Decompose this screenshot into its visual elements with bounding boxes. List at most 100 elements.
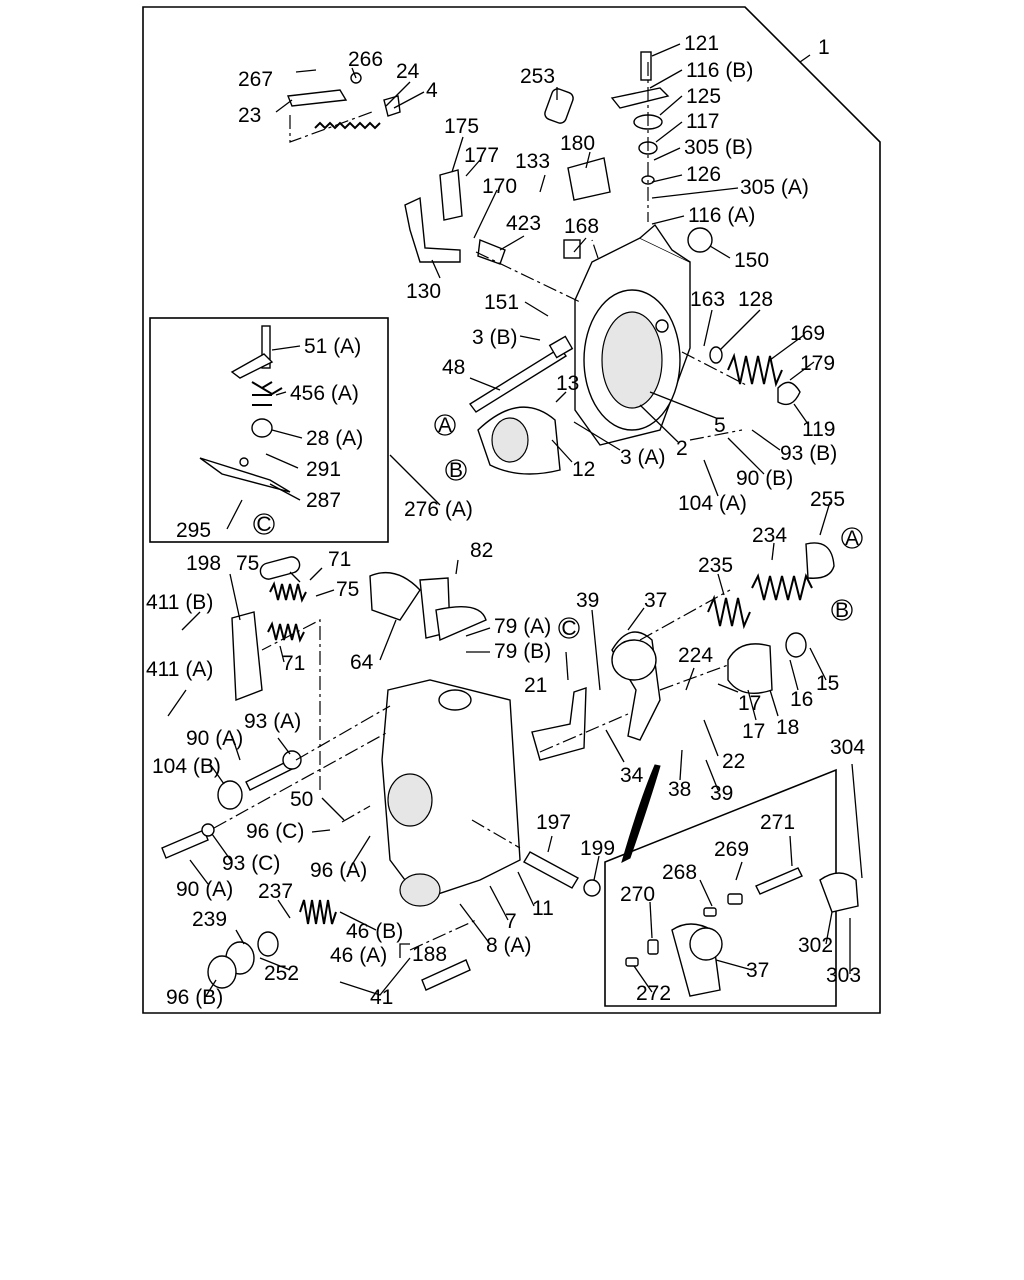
callout-label: 104 (A) bbox=[678, 492, 747, 515]
callout-label: 168 bbox=[564, 215, 599, 238]
callout-label: 267 bbox=[238, 68, 273, 91]
callout-label: 272 bbox=[636, 982, 671, 1005]
leader-lines bbox=[167, 43, 863, 997]
callout-label: 3 (A) bbox=[620, 446, 666, 469]
callout-label: 39 bbox=[710, 782, 733, 805]
callout-label: 239 bbox=[192, 908, 227, 931]
shaft-part bbox=[468, 335, 574, 413]
bracket-21 bbox=[531, 687, 587, 761]
callout-label: 46 (B) bbox=[346, 920, 403, 943]
callout-label: 90 (A) bbox=[186, 727, 243, 750]
callout-label: 271 bbox=[760, 811, 795, 834]
callout-label: 93 (C) bbox=[222, 852, 280, 875]
callout-label: 252 bbox=[264, 962, 299, 985]
sector-part bbox=[369, 572, 487, 642]
callout-label: 51 (A) bbox=[304, 335, 361, 358]
callout-label: 34 bbox=[620, 764, 644, 787]
callout-label: 125 bbox=[686, 85, 721, 108]
callout-label: 305 (A) bbox=[740, 176, 809, 199]
callout-label: 48 bbox=[442, 356, 465, 379]
callout-label: 2 bbox=[676, 437, 688, 460]
callout-label: 75 bbox=[236, 552, 259, 575]
callout-label: 130 bbox=[406, 280, 441, 303]
callout-label: 199 bbox=[580, 837, 615, 860]
upper-housing bbox=[574, 223, 691, 446]
lever-37 bbox=[611, 631, 661, 741]
callout-label: 268 bbox=[662, 861, 697, 884]
callout-label: 188 bbox=[412, 943, 447, 966]
callout-label: 13 bbox=[556, 372, 579, 395]
marker-c-inset: C bbox=[253, 513, 275, 536]
callout-label: 71 bbox=[282, 652, 305, 675]
timer-piston-parts bbox=[707, 542, 835, 694]
callout-label: 179 bbox=[800, 352, 835, 375]
callout-label: 255 bbox=[810, 488, 845, 511]
callout-label: 7 bbox=[505, 910, 517, 933]
callout-label: 224 bbox=[678, 644, 713, 667]
callout-label: 96 (C) bbox=[246, 820, 304, 843]
callout-label: 198 bbox=[186, 552, 221, 575]
callout-label: 119 bbox=[802, 418, 835, 441]
callout-label: 79 (A) bbox=[494, 615, 551, 638]
cover-part bbox=[477, 406, 561, 475]
callout-label: 177 bbox=[464, 144, 499, 167]
callout-label: 117 bbox=[686, 110, 719, 133]
callout-label: 17 bbox=[738, 692, 761, 715]
callout-label: 18 bbox=[776, 716, 799, 739]
linkage-top-left bbox=[287, 72, 401, 130]
callout-label: 180 bbox=[560, 132, 595, 155]
callout-labels: 1 121 116 (B) 125 117 305 (B) 126 305 (A… bbox=[146, 32, 865, 1009]
callout-label: 150 bbox=[734, 249, 769, 272]
callout-label: 234 bbox=[752, 524, 787, 547]
callout-label: 24 bbox=[396, 60, 420, 83]
callout-label: 37 bbox=[644, 589, 667, 612]
callout-label: 305 (B) bbox=[684, 136, 753, 159]
callout-label: 121 bbox=[684, 32, 719, 55]
callout-label: 197 bbox=[536, 811, 571, 834]
callout-label: 116 (B) bbox=[686, 59, 753, 82]
callout-label: 295 bbox=[176, 519, 211, 542]
callout-label: 41 bbox=[370, 986, 393, 1009]
svg-text:C: C bbox=[256, 513, 271, 536]
callout-label: 128 bbox=[738, 288, 773, 311]
callout-label: 291 bbox=[306, 458, 341, 481]
callout-label: 175 bbox=[444, 115, 479, 138]
direction-arrow bbox=[621, 764, 661, 863]
callout-label: 456 (A) bbox=[290, 382, 359, 405]
callout-label: 266 bbox=[348, 48, 383, 71]
callout-label: 411 (B) bbox=[146, 591, 213, 614]
callout-label: 50 bbox=[290, 788, 313, 811]
callout-label: 169 bbox=[790, 322, 825, 345]
callout-label: 302 bbox=[798, 934, 833, 957]
lower-housing bbox=[381, 679, 521, 907]
timer-inset-parts bbox=[625, 867, 859, 997]
callout-label: 303 bbox=[826, 964, 861, 987]
callout-label: 1 bbox=[818, 36, 830, 59]
callout-label: 287 bbox=[306, 489, 341, 512]
callout-label: 15 bbox=[816, 672, 839, 695]
callout-label: 253 bbox=[520, 65, 555, 88]
callout-label: 17 bbox=[742, 720, 765, 743]
diagram-frame bbox=[142, 6, 881, 1014]
callout-label: 93 (B) bbox=[780, 442, 837, 465]
callout-label: 411 (A) bbox=[146, 658, 213, 681]
callout-label: 3 (B) bbox=[472, 326, 518, 349]
callout-label: 4 bbox=[426, 79, 438, 102]
callout-label: 96 (A) bbox=[310, 859, 367, 882]
callout-label: 269 bbox=[714, 838, 749, 861]
callout-label: 163 bbox=[690, 288, 725, 311]
lever-assembly bbox=[404, 169, 506, 265]
callout-label: 39 bbox=[576, 589, 599, 612]
callout-label: 423 bbox=[506, 212, 541, 235]
callout-label: 37 bbox=[746, 959, 769, 982]
inset-box-timer bbox=[604, 768, 837, 1007]
callout-label: 71 bbox=[328, 548, 351, 571]
callout-label: 5 bbox=[714, 414, 726, 437]
callout-label: 304 bbox=[830, 736, 865, 759]
callout-label: 79 (B) bbox=[494, 640, 551, 663]
svg-text:B: B bbox=[835, 599, 849, 622]
callout-label: 151 bbox=[484, 291, 519, 314]
inset-box-governor bbox=[149, 317, 389, 543]
svg-text:A: A bbox=[438, 414, 452, 437]
